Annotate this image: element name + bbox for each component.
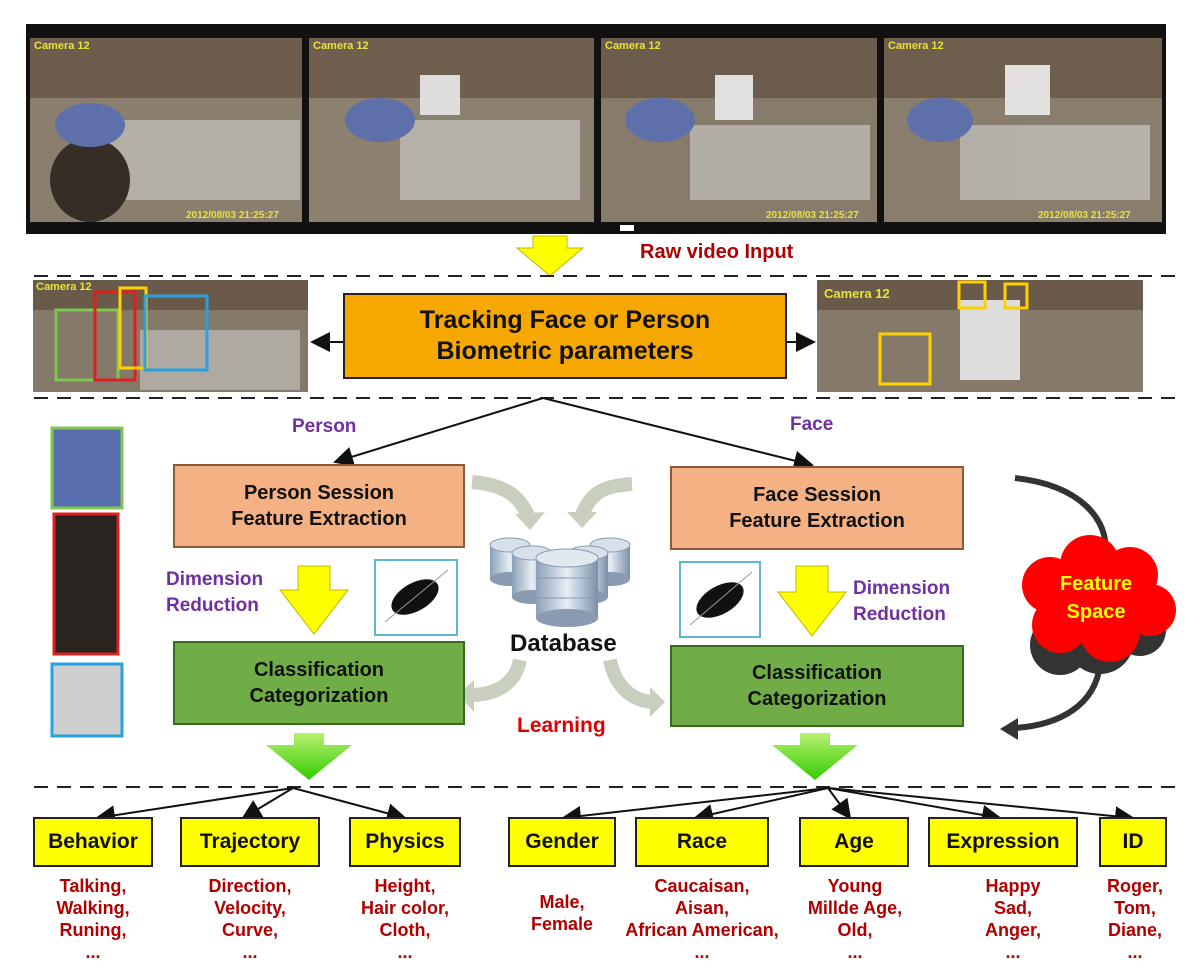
dimension-reduction-left: Dimension Reduction bbox=[166, 569, 264, 616]
down-arrow-dimred-right bbox=[776, 565, 848, 637]
person-label: Person bbox=[292, 416, 357, 437]
face-label: Face bbox=[790, 414, 834, 435]
tracking-line1: Tracking Face or Person bbox=[419, 306, 711, 334]
id-values: Roger,Tom,Diane,... bbox=[1106, 876, 1163, 962]
down-arrow-dimred-left bbox=[278, 565, 350, 635]
category-age: Age bbox=[799, 817, 909, 867]
category-id: ID bbox=[1099, 817, 1167, 867]
down-arrow-raw bbox=[515, 235, 585, 277]
camera-label: Camera 12 bbox=[605, 40, 661, 52]
category-trajectory: Trajectory bbox=[180, 817, 320, 867]
face-session-line2: Feature Extraction bbox=[729, 510, 905, 532]
learning-label: Learning bbox=[517, 714, 606, 737]
person-session-line2: Feature Extraction bbox=[231, 508, 407, 530]
category-physics: Physics bbox=[349, 817, 461, 867]
race-values: Caucaisan,Aisan,African American,... bbox=[625, 876, 779, 962]
trajectory-values: Direction,Velocity,Curve,... bbox=[208, 876, 292, 962]
category-expression: Expression bbox=[928, 817, 1078, 867]
category-race: Race bbox=[635, 817, 769, 867]
raw-video-input-label: Raw video Input bbox=[640, 241, 794, 263]
category-gender: Gender bbox=[508, 817, 616, 867]
timestamp: 2012/08/03 21:25:27 bbox=[766, 210, 859, 221]
camera-label: Camera 12 bbox=[34, 40, 90, 52]
gender-values: Male,Female bbox=[530, 892, 594, 934]
database-icon bbox=[489, 537, 631, 627]
classification-box-right: Classification Categorization bbox=[670, 645, 964, 727]
down-arrow-green-right bbox=[772, 733, 858, 780]
tracking-box: Tracking Face or Person Biometric parame… bbox=[343, 293, 787, 379]
database-label: Database bbox=[510, 630, 617, 657]
physics-values: Height,Hair color,Cloth,... bbox=[360, 876, 450, 962]
person-session-line1: Person Session bbox=[243, 482, 395, 504]
tracking-line2: Biometric parameters bbox=[436, 337, 694, 365]
category-behavior: Behavior bbox=[33, 817, 153, 867]
timestamp: 2012/08/03 21:25:27 bbox=[186, 210, 279, 221]
camera-label: Camera 12 bbox=[824, 286, 890, 301]
person-session-box: Person Session Feature Extraction bbox=[173, 464, 465, 548]
dimension-reduction-right: Dimension Reduction bbox=[853, 578, 951, 625]
face-session-box: Face Session Feature Extraction bbox=[670, 466, 964, 550]
camera-label: Camera 12 bbox=[313, 40, 369, 52]
camera-label: Camera 12 bbox=[888, 40, 944, 52]
timestamp: 2012/08/03 21:25:27 bbox=[1038, 210, 1131, 221]
camera-label: Camera 12 bbox=[36, 281, 92, 293]
face-session-line1: Face Session bbox=[753, 484, 881, 506]
classification-box-left: Classification Categorization bbox=[173, 641, 465, 725]
feature-space-label: Feature Space bbox=[1059, 573, 1133, 623]
behavior-values: Talking,Walking,Runing,... bbox=[56, 876, 130, 962]
feature-space-cloud bbox=[1022, 535, 1176, 675]
down-arrow-green-left bbox=[266, 733, 352, 780]
